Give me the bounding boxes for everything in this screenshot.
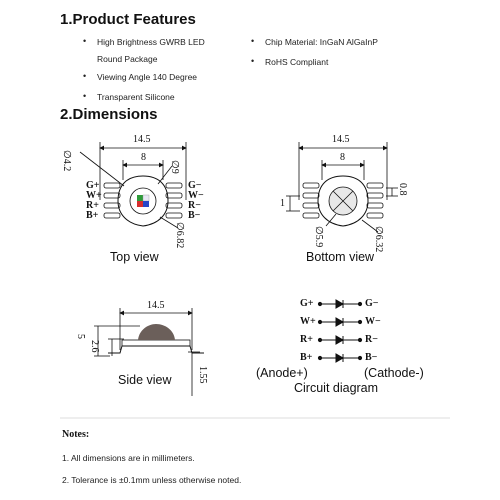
- circuit-diagram-label: Circuit diagram: [294, 381, 379, 395]
- side-body-dim: 2.6: [89, 340, 100, 353]
- pin-label: G−: [188, 180, 202, 191]
- pin-label: G+: [86, 180, 100, 191]
- anode-label: (Anode+): [256, 366, 308, 380]
- circuit-pin: G−: [365, 298, 379, 309]
- circuit-pin: R+: [300, 334, 313, 345]
- circuit-pin: G+: [300, 298, 314, 309]
- rgbw-chips: [137, 194, 150, 207]
- feature-item: Transparent Silicone: [83, 91, 175, 102]
- circuit-pin: W−: [365, 316, 381, 327]
- feature-item: High Brightness GWRB LED: [83, 36, 205, 47]
- side-view-label: Side view: [118, 373, 172, 387]
- pin-label: R−: [188, 200, 201, 211]
- side-height-dim: 5: [75, 334, 86, 339]
- circuit-drawing: [317, 299, 363, 363]
- pin-label: W+: [86, 190, 102, 201]
- side-view-drawing: [94, 308, 204, 396]
- cathode-label: (Cathode-): [364, 366, 424, 380]
- side-width-dim: 14.5: [147, 300, 165, 311]
- bottom-inner-dim: 8: [340, 152, 345, 163]
- feature-item-continued: Round Package: [97, 54, 158, 64]
- pin-label: B+: [86, 210, 99, 221]
- dimensions-heading: 2.Dimensions: [60, 106, 158, 123]
- side-view-dome: [138, 324, 175, 340]
- notes-title: Notes:: [62, 429, 90, 440]
- top-view-drawing: [79, 142, 187, 229]
- top-inner-dim: 8: [141, 152, 146, 163]
- note-item: 1. All dimensions are in millimeters.: [62, 453, 195, 463]
- product-features-heading: 1.Product Features: [60, 11, 196, 28]
- bottom-pad-dim: 0.8: [397, 183, 408, 196]
- feature-item: RoHS Compliant: [251, 56, 328, 67]
- top-hole-dim: ∅4.2: [61, 150, 72, 172]
- top-diameter-dim: ∅9: [169, 160, 180, 174]
- bottom-view-drawing: [286, 142, 398, 233]
- top-corner-dim: ∅6.82: [174, 222, 185, 249]
- pin-label: W−: [188, 190, 204, 201]
- circuit-pin: W+: [300, 316, 316, 327]
- top-width-dim: 14.5: [133, 134, 151, 145]
- feature-item: Chip Material: InGaN AlGaInP: [251, 36, 378, 47]
- circuit-pin: B+: [300, 352, 313, 363]
- feature-item: Viewing Angle 140 Degree: [83, 71, 197, 82]
- bottom-view-label: Bottom view: [306, 250, 375, 264]
- side-lead-dim: 1.55: [197, 366, 208, 384]
- circuit-pin: R−: [365, 334, 378, 345]
- bottom-dia2-dim: ∅6.32: [373, 226, 384, 253]
- feature-item-text: Round Package: [97, 54, 158, 64]
- bottom-small-dim: 1: [280, 198, 285, 209]
- circuit-pin: B−: [365, 352, 378, 363]
- note-item: 2. Tolerance is ±0.1mm unless otherwise …: [62, 475, 242, 485]
- top-view-label: Top view: [110, 250, 159, 264]
- bottom-width-dim: 14.5: [332, 134, 350, 145]
- pin-label: R+: [86, 200, 99, 211]
- pin-label: B−: [188, 210, 201, 221]
- bottom-dia1-dim: ∅5.9: [313, 226, 324, 248]
